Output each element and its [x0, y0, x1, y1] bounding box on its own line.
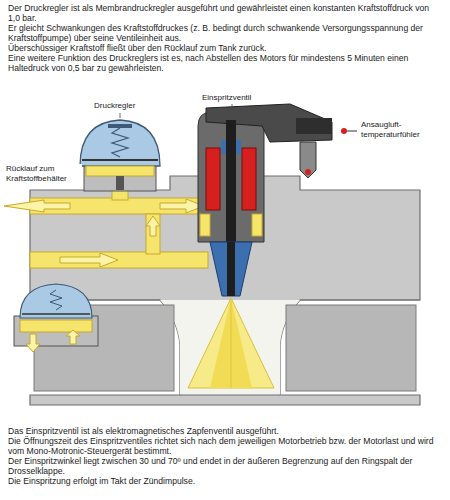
flow-arrow [146, 216, 160, 236]
regulator-inset [14, 284, 98, 352]
text-block: Das Einspritzventil ist als elektromagne… [8, 426, 442, 486]
injector [296, 118, 332, 134]
injector [206, 148, 220, 210]
fuel-channel [30, 252, 208, 268]
flow-arrow [60, 253, 118, 267]
paragraph: Der Druckregler ist als Membrandruckregl… [8, 3, 442, 23]
pressure-regulator [80, 120, 160, 191]
pressure-regulator [80, 120, 160, 166]
pressure-regulator [84, 164, 156, 191]
housing [286, 305, 416, 391]
injector [242, 148, 256, 210]
regulator-inset [66, 330, 80, 344]
part-label: Ansaugluft- temperaturfühler [359, 120, 443, 139]
spray-cone [210, 298, 252, 388]
part-label: Druckregler [92, 101, 137, 111]
flow-arrow [4, 199, 204, 267]
flow-arrow [160, 199, 204, 213]
fuel-channel [30, 190, 220, 268]
paragraph: Überschüssiger Kraftstoff fließt über de… [8, 43, 442, 53]
spray-cone [231, 298, 232, 388]
housing [300, 300, 420, 301]
injector [206, 104, 332, 142]
text-block: Der Druckregler ist als Membrandruckregl… [8, 3, 442, 73]
injector [252, 214, 262, 236]
paragraph: Das Einspritzventil ist als elektromagne… [8, 426, 442, 436]
pressure-regulator [108, 124, 132, 128]
spray-cone [188, 298, 274, 388]
temperature-sensor [347, 131, 357, 132]
paragraph: Er gleicht Schwankungen des Kraftstoffdr… [8, 23, 442, 43]
injector [210, 242, 252, 296]
paragraph: Die Öffnungszeit des Einspritzventiles r… [8, 436, 442, 456]
temperature-sensor [341, 128, 347, 134]
part-label: Einspritzventil [200, 93, 253, 103]
paragraph: Die Einspritzung erfolgt im Takt der Zün… [8, 476, 442, 486]
regulator-inset [50, 290, 62, 310]
paragraph: Eine weitere Funktion des Druckreglers i… [8, 53, 442, 73]
regulator-inset [20, 320, 92, 332]
regulator-inset [14, 316, 98, 346]
pressure-regulator [86, 166, 154, 176]
leader-line [120, 113, 121, 118]
leader-line [232, 104, 233, 110]
housing [180, 395, 280, 396]
injector [227, 242, 235, 296]
regulator-inset [26, 334, 40, 352]
regulator-inset [20, 284, 92, 318]
temperature-sensor [300, 128, 357, 178]
paragraph: Der Einspritzwinkel liegt zwischen 30 un… [8, 456, 442, 476]
injector [200, 214, 210, 236]
temperature-sensor [305, 169, 311, 175]
injector [198, 104, 332, 296]
pressure-regulator [112, 128, 128, 157]
fuel-channel [146, 214, 160, 254]
part-label: Rücklauf zum Kraftstoffbehälter [4, 164, 82, 183]
pressure-regulator [82, 159, 158, 161]
temperature-sensor [300, 142, 316, 178]
flow-arrow [4, 200, 70, 212]
pressure-regulator [116, 176, 124, 190]
spray-cone [188, 298, 274, 388]
regulator-inset [22, 313, 90, 315]
